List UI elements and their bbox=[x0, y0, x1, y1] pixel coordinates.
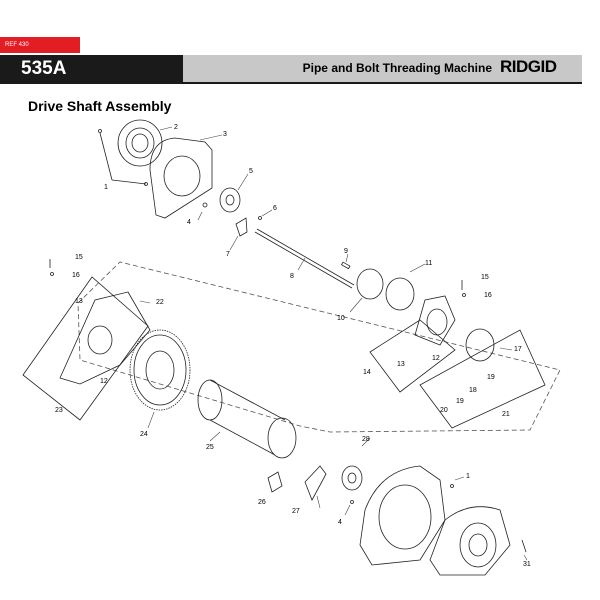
part-cover-opening bbox=[163, 155, 201, 197]
callout-label: 1 bbox=[466, 473, 470, 480]
header-title-bar bbox=[183, 55, 582, 82]
callout-label: 4 bbox=[187, 219, 191, 226]
callout-label: 19 bbox=[456, 398, 464, 405]
callout-label: 19 bbox=[487, 374, 495, 381]
callout-label: 20 bbox=[440, 407, 448, 414]
callout-label: 15 bbox=[481, 274, 489, 281]
part-o-ring bbox=[385, 277, 415, 311]
header-rule bbox=[0, 82, 582, 84]
part-screws-right bbox=[461, 280, 466, 297]
callout-label: 28 bbox=[362, 436, 370, 443]
part-cover bbox=[149, 137, 213, 219]
callout-label: 27 bbox=[292, 508, 300, 515]
part-clamp bbox=[419, 328, 546, 429]
section-title: Drive Shaft Assembly bbox=[28, 98, 172, 114]
callout-label: 11 bbox=[425, 260, 432, 267]
leader-lines bbox=[139, 126, 528, 561]
callout-label: 8 bbox=[290, 273, 294, 280]
callout-label: 21 bbox=[502, 411, 510, 418]
part-washer bbox=[202, 202, 208, 208]
callout-label: 2 bbox=[174, 124, 178, 131]
callout-label: 13 bbox=[75, 298, 83, 305]
part-screws-left bbox=[49, 259, 54, 276]
callout-label: 12 bbox=[100, 378, 108, 385]
part-clutch bbox=[304, 465, 327, 501]
callout-label: 12 bbox=[432, 355, 440, 362]
callout-label: 15 bbox=[75, 254, 83, 261]
part-lower-cover bbox=[359, 465, 446, 566]
model-number: 535A bbox=[21, 58, 67, 79]
part-left-housing bbox=[59, 291, 151, 385]
part-housing-bore bbox=[87, 325, 113, 355]
callout-label: 31 bbox=[523, 561, 531, 568]
part-pin bbox=[258, 216, 262, 220]
ref-tag: REF 430 bbox=[0, 37, 80, 53]
callout-label: 5 bbox=[249, 168, 253, 175]
part-screws bbox=[98, 129, 148, 186]
part-screw-lower bbox=[450, 484, 454, 488]
callout-label: 16 bbox=[72, 272, 80, 279]
group-box-23 bbox=[22, 276, 149, 421]
part-motor-housing bbox=[429, 506, 511, 576]
part-right-housing bbox=[414, 295, 456, 346]
callout-label: 14 bbox=[363, 369, 371, 376]
callout-label: 16 bbox=[484, 292, 492, 299]
callout-label: 24 bbox=[140, 431, 148, 438]
part-snap-ring bbox=[356, 268, 384, 300]
callout-label: 4 bbox=[338, 519, 342, 526]
part-bearing-plate bbox=[117, 119, 163, 167]
part-seal bbox=[341, 465, 363, 491]
callout-label: 26 bbox=[258, 499, 266, 506]
callout-label: 10 bbox=[337, 315, 345, 322]
callout-label: 13 bbox=[397, 361, 405, 368]
callout-label: 25 bbox=[206, 444, 214, 451]
brand-logo: RIDGID bbox=[500, 57, 557, 76]
part-key-small bbox=[340, 261, 351, 270]
assembly-path-dashed bbox=[77, 261, 561, 433]
part-ring-gear bbox=[129, 329, 191, 411]
part-bolt bbox=[521, 539, 527, 553]
part-key bbox=[235, 217, 248, 237]
callout-label: 3 bbox=[223, 131, 227, 138]
group-box-14 bbox=[369, 319, 456, 393]
part-drive-sleeve bbox=[197, 379, 297, 459]
callout-label: 22 bbox=[156, 299, 164, 306]
callout-label: 7 bbox=[226, 251, 230, 258]
part-washer-lower bbox=[350, 500, 354, 504]
machine-title: Pipe and Bolt Threading Machine bbox=[302, 61, 492, 75]
part-gasket bbox=[219, 187, 241, 213]
callout-labels: 1 2 3 4 5 6 7 8 9 10 11 15 16 13 22 12 2… bbox=[55, 124, 531, 568]
callout-label: 1 bbox=[104, 184, 108, 191]
part-bracket bbox=[267, 471, 283, 493]
callout-label: 23 bbox=[55, 407, 63, 414]
callout-label: 9 bbox=[344, 248, 348, 255]
header-model-bar bbox=[0, 55, 183, 82]
callout-label: 18 bbox=[469, 387, 477, 394]
callout-label: 6 bbox=[273, 205, 277, 212]
callout-label: 17 bbox=[514, 346, 522, 353]
